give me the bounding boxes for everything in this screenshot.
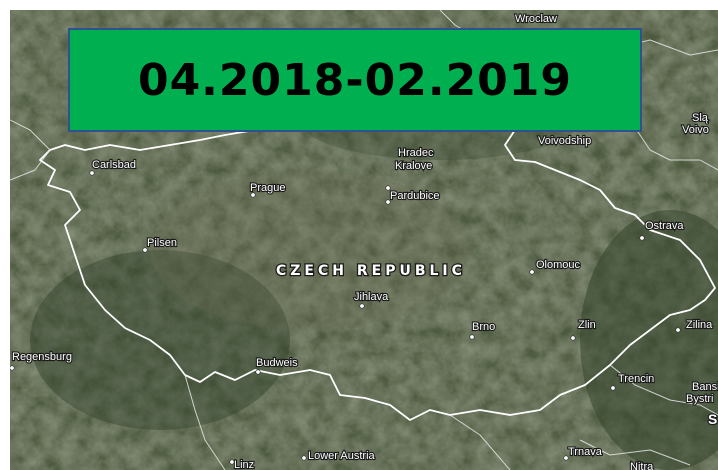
label-regensburg: Regensburg — [12, 351, 72, 363]
label-ostrava: Ostrava — [645, 220, 684, 232]
label-prague: Prague — [250, 182, 285, 194]
forest-region — [580, 210, 718, 470]
label-linz: Linz — [234, 459, 254, 470]
label-slask-a: Slą — [692, 112, 709, 124]
label-carlsbad: Carlsbad — [92, 159, 136, 171]
label-olomouc: Olomouc — [536, 259, 581, 271]
label-wroclaw: Wroclaw — [515, 13, 557, 25]
date-range-banner: 04.2018-02.2019 — [68, 28, 642, 132]
label-brno: Brno — [472, 321, 495, 333]
region-border — [449, 414, 511, 470]
label-kralove: Kralove — [395, 160, 432, 172]
label-jihlava: Jihlava — [354, 291, 389, 303]
label-budweis: Budweis — [256, 357, 298, 369]
region-border — [10, 119, 51, 181]
label-zilina: Zilina — [686, 319, 713, 331]
label-hradec: Hradec — [398, 147, 434, 159]
region-border — [184, 374, 226, 470]
label-banska-b: Bystri — [686, 393, 714, 405]
label-lower-austria: Lower Austria — [308, 450, 376, 462]
label-pilsen: Pilsen — [147, 237, 177, 249]
label-trencin: Trencin — [618, 373, 654, 385]
label-nitra: Nitra — [630, 461, 654, 470]
farmland-region — [150, 170, 470, 330]
label-pardubice: Pardubice — [390, 190, 440, 202]
label-trnava: Trnava — [568, 446, 603, 458]
label-zlin: Zlin — [578, 319, 596, 331]
region-border — [579, 439, 691, 466]
label-s-mark: S — [708, 411, 717, 427]
city-markers — [10, 17, 681, 465]
label-country: CZECH REPUBLIC — [276, 263, 466, 279]
date-range-text: 04.2018-02.2019 — [137, 54, 573, 106]
region-border — [629, 119, 718, 171]
region-border — [609, 364, 718, 416]
label-banska-a: Bansk — [692, 381, 718, 393]
label-slask-b: Voivo — [682, 124, 709, 136]
label-voivodship: Voivodship — [538, 135, 591, 147]
forest-region — [30, 250, 290, 430]
